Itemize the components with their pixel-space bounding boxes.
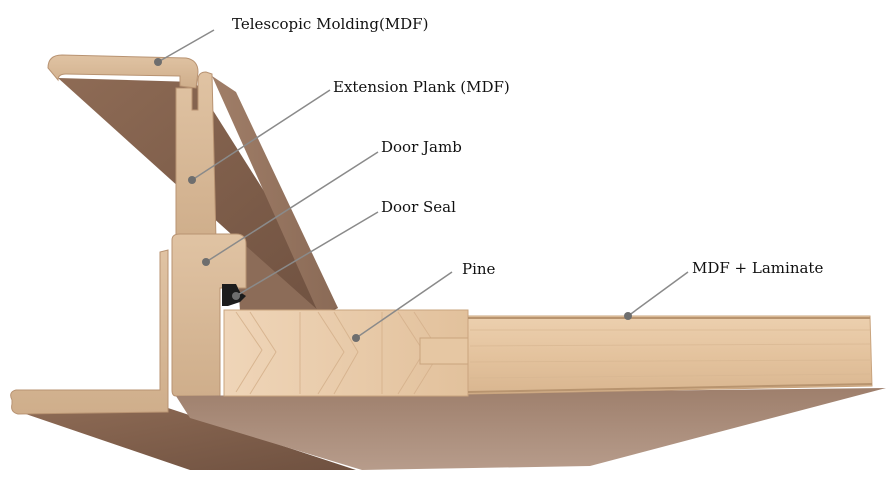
callout-dots [154, 58, 632, 342]
label-telescopic-molding: Telescopic Molding(MDF) [232, 15, 429, 33]
door-panel-mdf-laminate [467, 315, 873, 395]
label-pine: Pine [462, 260, 496, 278]
door-jamb-profile [171, 233, 247, 397]
panel-tongue [419, 337, 469, 365]
panel-grain [469, 329, 871, 379]
panel-bottom-edge [467, 383, 873, 393]
extension-plank-face [212, 76, 338, 312]
label-mdf-laminate: MDF + Laminate [692, 259, 824, 277]
lower-molding-profile [10, 249, 169, 415]
extension-plank-profile [175, 71, 217, 241]
door-jamb-face [236, 240, 320, 312]
lower-molding-face [14, 408, 356, 470]
label-extension-plank: Extension Plank (MDF) [333, 78, 510, 96]
label-door-jamb: Door Jamb [381, 138, 462, 156]
door-leaf-underside [176, 388, 886, 470]
leader-lines [157, 29, 689, 339]
label-door-seal: Door Seal [381, 198, 456, 216]
